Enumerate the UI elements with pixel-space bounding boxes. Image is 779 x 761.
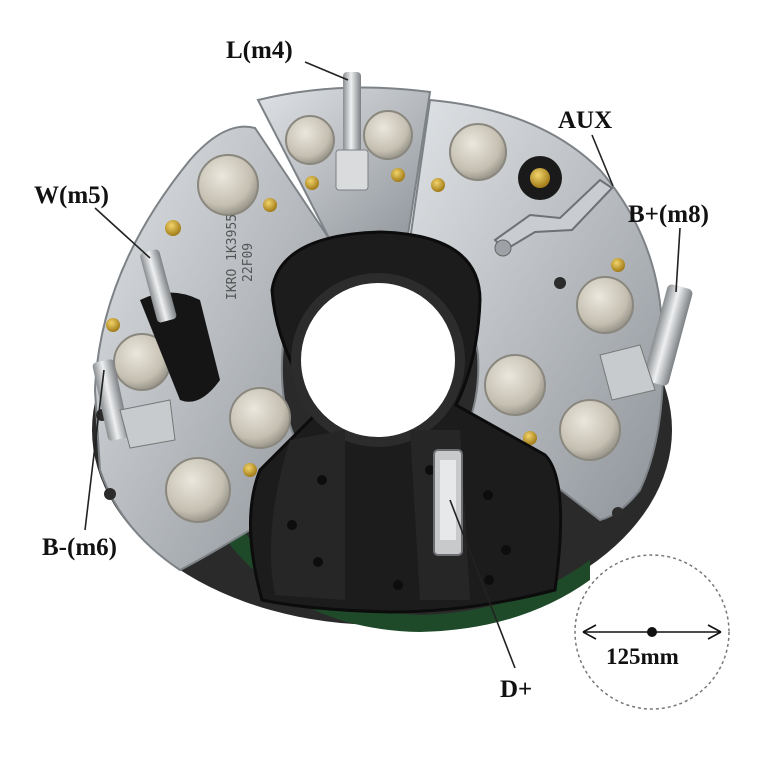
aux-terminal <box>493 156 614 257</box>
dimension-badge: 125mm <box>574 554 730 710</box>
label-aux: AUX <box>558 107 612 134</box>
part-marking-line1: IKRO 1K3955 <box>225 214 240 300</box>
label-l-terminal: L(m4) <box>226 37 293 64</box>
left-diodes <box>113 154 291 523</box>
central-housing <box>249 230 563 614</box>
right-diodes <box>449 123 634 461</box>
label-w-terminal: W(m5) <box>34 182 109 209</box>
dimension-value: 125mm <box>606 644 679 669</box>
leader-lines <box>84 61 681 669</box>
b-minus-terminal <box>92 359 176 449</box>
b-plus-terminal <box>599 284 693 401</box>
label-b-plus: B+(m8) <box>628 201 709 228</box>
part-marking-line2: 22F09 <box>241 243 256 282</box>
label-d-plus: D+ <box>500 676 532 703</box>
l-terminal <box>335 72 369 191</box>
top-diodes <box>285 110 413 165</box>
brass-rivets <box>106 168 625 477</box>
part-marking: IKRO 1K3955 22F09 <box>225 214 256 300</box>
w-terminal <box>140 249 220 402</box>
label-b-minus: B-(m6) <box>42 534 117 561</box>
